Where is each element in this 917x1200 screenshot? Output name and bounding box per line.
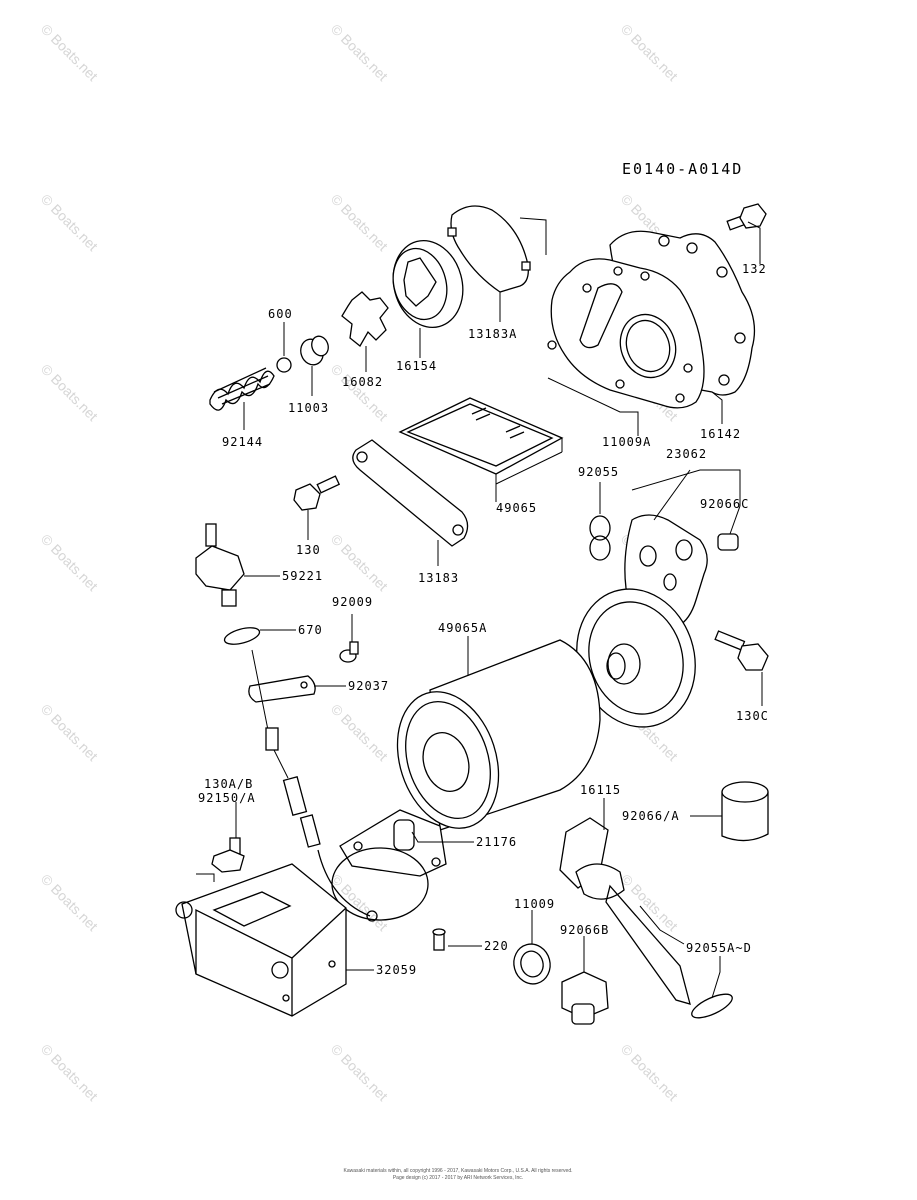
- label-59221: 59221: [282, 569, 323, 583]
- label-49065: 49065: [496, 501, 537, 515]
- cover-32059-drawing: [175, 863, 347, 1017]
- footer: Kawasaki materials within, all copyright…: [344, 1168, 573, 1181]
- strainer-49065-drawing: [398, 397, 564, 485]
- lead-wire-drawing: [251, 649, 378, 922]
- label-16154: 16154: [396, 359, 437, 373]
- screw-92009-drawing: [339, 641, 359, 663]
- label-23062: 23062: [666, 447, 707, 461]
- watermark: © Boats.net: [328, 701, 391, 764]
- watermarks: © Boats.net © Boats.net © Boats.net © Bo…: [38, 21, 681, 1104]
- watermark: © Boats.net: [38, 871, 101, 934]
- watermark: © Boats.net: [38, 1041, 101, 1104]
- label-11003: 11003: [288, 401, 329, 415]
- label-92066A: 92066/A: [622, 809, 680, 823]
- plate-13183-drawing: [352, 439, 469, 547]
- label-13183A: 13183A: [468, 327, 517, 341]
- leader-lines: [196, 217, 763, 999]
- oil-gauge-16115-drawing: [559, 817, 691, 1005]
- watermark: © Boats.net: [328, 361, 391, 424]
- label-92055: 92055: [578, 465, 619, 479]
- watermark: © Boats.net: [618, 871, 681, 934]
- label-49065A: 49065A: [438, 621, 487, 635]
- o-ring-670-drawing: [223, 627, 261, 645]
- label-16142: 16142: [700, 427, 741, 441]
- label-130C: 130C: [736, 709, 769, 723]
- label-132: 132: [742, 262, 767, 276]
- watermark: © Boats.net: [618, 1041, 681, 1104]
- label-11009: 11009: [514, 897, 555, 911]
- plate-13183A-drawing: [447, 205, 531, 293]
- watermark: © Boats.net: [328, 531, 391, 594]
- gasket-11009A-drawing: [547, 258, 705, 409]
- watermark: © Boats.net: [328, 1041, 391, 1104]
- label-92009: 92009: [332, 595, 373, 609]
- label-92066C: 92066C: [700, 497, 749, 511]
- label-130: 130: [296, 543, 321, 557]
- plug-92066A-drawing: [721, 781, 769, 842]
- watermark: © Boats.net: [618, 21, 681, 84]
- oil-filter-49065A-drawing: [396, 639, 601, 831]
- label-92055AD: 92055A~D: [686, 941, 752, 955]
- label-16115: 16115: [580, 783, 621, 797]
- label-21176: 21176: [476, 835, 517, 849]
- label-32059: 32059: [376, 963, 417, 977]
- label-220: 220: [484, 939, 509, 953]
- watermark: © Boats.net: [38, 21, 101, 84]
- label-16082: 16082: [342, 375, 383, 389]
- label-130AB: 130A/B: [204, 777, 253, 791]
- label-670: 670: [298, 623, 323, 637]
- o-ring-92055-drawing: [589, 515, 611, 561]
- spring-92144-drawing: [209, 367, 275, 411]
- bolt-130C-drawing: [714, 630, 769, 671]
- screw-220-drawing: [432, 928, 446, 951]
- diagram-code: E0140-A014D: [622, 160, 743, 178]
- plug-92066B-drawing: [561, 971, 609, 1025]
- watermark: © Boats.net: [38, 191, 101, 254]
- plug-92066C-drawing: [717, 533, 739, 551]
- ball-600-drawing: [276, 357, 292, 373]
- label-92037: 92037: [348, 679, 389, 693]
- part-labels: 132 13183A 600 16154 16082 11003 92144 1…: [198, 262, 769, 977]
- filter-base-drawing: [576, 588, 696, 728]
- o-ring-92055AD-drawing: [691, 993, 733, 1019]
- label-92150A: 92150/A: [198, 791, 256, 805]
- label-13183: 13183: [418, 571, 459, 585]
- washer-11009-drawing: [513, 943, 551, 985]
- footer-design: Page design (c) 2017 - 2017 by ARI Netwo…: [393, 1175, 523, 1181]
- oil-pressure-switch-59221-drawing: [195, 523, 245, 607]
- footer-copyright: Kawasaki materials within, all copyright…: [344, 1168, 573, 1174]
- watermark: © Boats.net: [38, 361, 101, 424]
- bolt-132-drawing: [726, 203, 767, 231]
- bolt-130AB-drawing: [211, 837, 245, 873]
- label-600: 600: [268, 307, 293, 321]
- watermark: © Boats.net: [38, 701, 101, 764]
- rotor-16154-drawing: [392, 239, 464, 329]
- inner-rotor-16082-drawing: [341, 291, 389, 347]
- label-92144: 92144: [222, 435, 263, 449]
- clamp-92037-drawing: [248, 675, 316, 703]
- bolt-130-drawing: [293, 475, 341, 511]
- label-92066B: 92066B: [560, 923, 609, 937]
- watermark: © Boats.net: [38, 531, 101, 594]
- plug-11003-drawing: [300, 335, 329, 366]
- sensor-21176-drawing: [331, 809, 447, 921]
- label-11009A: 11009A: [602, 435, 651, 449]
- watermark: © Boats.net: [328, 191, 391, 254]
- watermark: © Boats.net: [328, 21, 391, 84]
